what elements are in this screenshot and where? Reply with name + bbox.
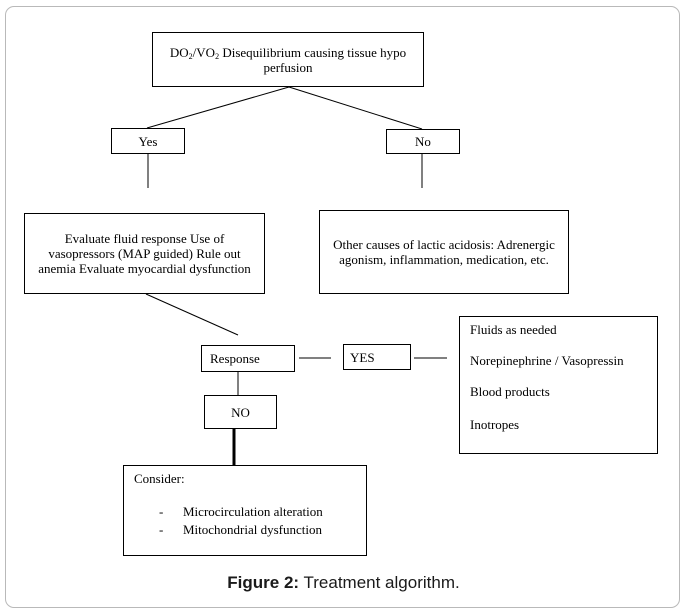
line-eval-to-response <box>145 293 239 336</box>
response-no-box: NO <box>204 395 277 429</box>
yes-box: Yes <box>111 128 185 154</box>
response-label: Response <box>210 351 260 366</box>
action-item: Blood products <box>470 384 550 399</box>
consider-item-text: Microcirculation alteration <box>183 504 323 519</box>
actions-box: Fluids as needed Norepinephrine / Vasopr… <box>459 316 658 454</box>
consider-item-text: Mitochondrial dysfunction <box>183 522 323 537</box>
line-top-to-no <box>288 86 423 130</box>
response-yes-label: YES <box>350 349 375 365</box>
other-causes-box: Other causes of lactic acidosis: Adrener… <box>319 210 569 294</box>
disequilibrium-box: DO2/VO2 Disequilibrium causing tissue hy… <box>152 32 424 87</box>
caption-text: Treatment algorithm. <box>299 573 460 592</box>
consider-bullet: - <box>159 504 164 519</box>
response-yes-box: YES <box>343 344 411 370</box>
evaluate-box: Evaluate fluid response Use of vasopress… <box>24 213 265 294</box>
response-box: Response <box>201 345 295 372</box>
disequilibrium-text: DO2/VO2 Disequilibrium causing tissue hy… <box>169 44 407 75</box>
figure-caption: Figure 2: Treatment algorithm. <box>0 573 687 593</box>
consider-title: Consider: <box>134 471 185 486</box>
consider-box: Consider: - Microcirculation alteration … <box>123 465 367 556</box>
response-no-label: NO <box>231 404 250 420</box>
no-box: No <box>386 129 460 154</box>
evaluate-text: Evaluate fluid response Use of vasopress… <box>38 231 251 276</box>
consider-bullet: - <box>159 522 164 537</box>
yes-label: Yes <box>138 133 158 149</box>
action-item: Norepinephrine / Vasopressin <box>470 353 624 368</box>
figure-frame <box>5 6 680 608</box>
no-label: No <box>415 134 431 149</box>
line-top-to-yes <box>146 86 290 129</box>
action-item: Fluids as needed <box>470 322 557 337</box>
other-causes-text: Other causes of lactic acidosis: Adrener… <box>333 237 555 267</box>
action-item: Inotropes <box>470 417 520 432</box>
caption-label: Figure 2: <box>227 573 300 592</box>
